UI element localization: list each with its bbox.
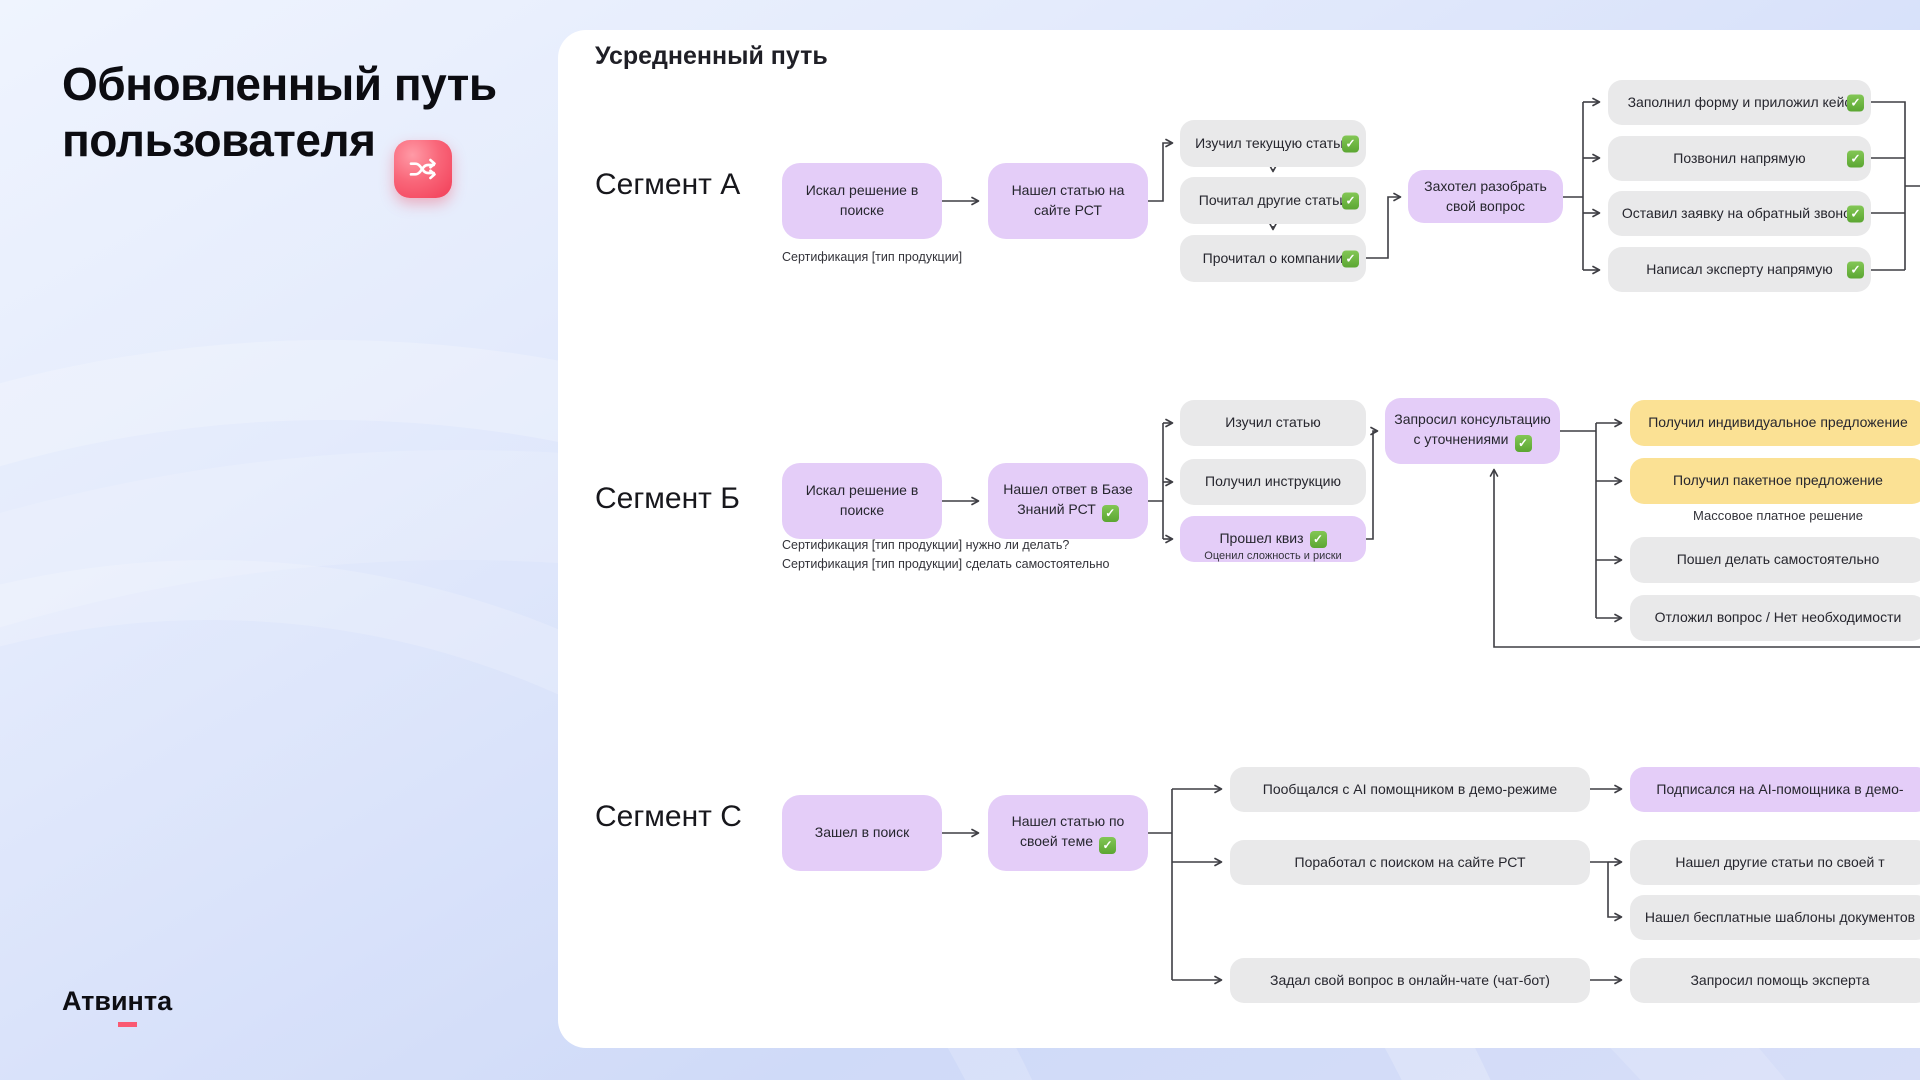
node-c-found-article-topic: Нашел статью по своей теме✓ bbox=[988, 795, 1148, 871]
check-icon: ✓ bbox=[1847, 94, 1864, 111]
check-icon: ✓ bbox=[1309, 530, 1327, 548]
node-b-package-offer: Получил пакетное предложение bbox=[1630, 458, 1920, 504]
node-b-postponed-question: Отложил вопрос / Нет необходимости bbox=[1630, 595, 1920, 641]
node-a-callback-request: Оставил заявку на обратный звонок ✓ bbox=[1608, 191, 1871, 236]
node-c-requested-expert-help: Запросил помощь эксперта bbox=[1630, 958, 1920, 1003]
node-a-filled-form: Заполнил форму и приложил кейс ✓ bbox=[1608, 80, 1871, 125]
diagram-heading: Усредненный путь bbox=[595, 42, 828, 70]
node-c-subscribed-ai-assistant: Подписался на AI-помощника в демо- bbox=[1630, 767, 1920, 812]
page-title-line1: Обновленный путь bbox=[62, 58, 497, 110]
node-c-went-to-search: Зашел в поиск bbox=[782, 795, 942, 871]
node-c-chatbot-question: Задал свой вопрос в онлайн-чате (чат-бот… bbox=[1230, 958, 1590, 1003]
caption-b-query-2: Сертификация [тип продукции] сделать сам… bbox=[782, 557, 1110, 571]
node-b-did-it-himself: Пошел делать самостоятельно bbox=[1630, 537, 1920, 583]
segment-b-label: Сегмент Б bbox=[595, 482, 740, 515]
node-b-read-article: Изучил статью bbox=[1180, 400, 1366, 446]
node-a-read-current-article: Изучил текущую статью ✓ bbox=[1180, 120, 1366, 167]
check-icon: ✓ bbox=[1342, 135, 1359, 152]
node-b-individual-offer: Получил индивидуальное предложение bbox=[1630, 400, 1920, 446]
node-a-found-article: Нашел статью на сайте РСТ bbox=[988, 163, 1148, 239]
node-a-read-about-company: Прочитал о компании ✓ bbox=[1180, 235, 1366, 282]
node-c-site-search: Поработал с поиском на сайте РСТ bbox=[1230, 840, 1590, 885]
caption-b-query-1: Сертификация [тип продукции] нужно ли де… bbox=[782, 538, 1070, 552]
caption-b-quiz: Оценил сложность и риски bbox=[1204, 550, 1342, 562]
node-a-read-other-articles: Почитал другие статьи ✓ bbox=[1180, 177, 1366, 224]
node-b-found-answer-kb: Нашел ответ в Базе Знаний РСТ✓ bbox=[988, 463, 1148, 539]
check-icon: ✓ bbox=[1847, 261, 1864, 278]
node-b-passed-quiz: Прошел квиз ✓ bbox=[1180, 516, 1366, 562]
caption-a-query: Сертификация [тип продукции] bbox=[782, 250, 963, 264]
check-icon: ✓ bbox=[1101, 504, 1119, 522]
check-icon: ✓ bbox=[1099, 836, 1116, 854]
shuffle-icon bbox=[394, 140, 452, 198]
node-c-ai-assistant-demo: Пообщался с AI помощником в демо-режиме bbox=[1230, 767, 1590, 812]
caption-b-mass-paid-solution: Массовое платное решение bbox=[1693, 508, 1863, 523]
page-title-line2: пользователя bbox=[62, 114, 376, 167]
node-b-requested-consultation: Запросил консультацию с уточнениями✓ bbox=[1385, 398, 1560, 464]
node-c-found-other-articles: Нашел другие статьи по своей т bbox=[1630, 840, 1920, 885]
node-a-called-directly: Позвонил напрямую ✓ bbox=[1608, 136, 1871, 181]
node-b-searched-solution: Искал решение в поиске bbox=[782, 463, 942, 539]
node-a-wrote-expert: Написал эксперту напрямую ✓ bbox=[1608, 247, 1871, 292]
segment-c-label: Сегмент С bbox=[595, 800, 742, 833]
check-icon: ✓ bbox=[1342, 192, 1359, 209]
node-c-found-free-templates: Нашел бесплатные шаблоны документов bbox=[1630, 895, 1920, 940]
page-title: Обновленный путь пользователя bbox=[62, 56, 532, 168]
node-b-got-instruction: Получил инструкцию bbox=[1180, 459, 1366, 505]
segment-a-label: Сегмент А bbox=[595, 168, 741, 201]
check-icon: ✓ bbox=[1514, 434, 1532, 452]
brand-underline bbox=[118, 1022, 137, 1027]
check-icon: ✓ bbox=[1342, 250, 1359, 267]
node-a-wanted-to-sort-out: Захотел разобрать свой вопрос bbox=[1408, 170, 1563, 223]
check-icon: ✓ bbox=[1847, 150, 1864, 167]
node-a-searched-solution: Искал решение в поиске bbox=[782, 163, 942, 239]
brand-logo: Атвинта bbox=[62, 986, 172, 1027]
check-icon: ✓ bbox=[1847, 205, 1864, 222]
